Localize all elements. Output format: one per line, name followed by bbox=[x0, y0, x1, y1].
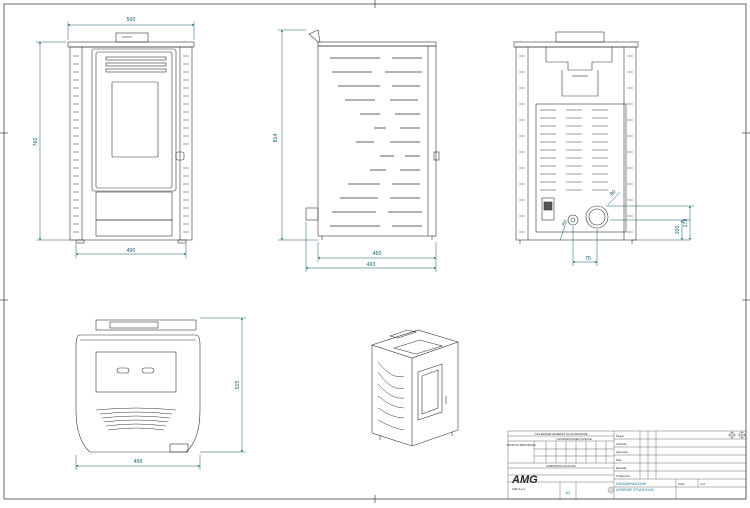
tb-row-label: Approvato bbox=[616, 450, 628, 454]
rear-air-intake bbox=[567, 214, 579, 226]
tb-tolerances-title: TOLLERANZE GENERALI DI LAVORAZIONE bbox=[534, 432, 587, 436]
tb-row-label: Materiale bbox=[616, 466, 627, 470]
tb-tolerances-subtitle: LAVORAZIONI MECCANICHE bbox=[556, 437, 592, 441]
door-handle bbox=[175, 151, 185, 161]
rear-side-vents bbox=[519, 55, 633, 233]
rear-switch-panel bbox=[541, 197, 555, 221]
side-view bbox=[305, 29, 440, 240]
rear-vent-slots bbox=[540, 109, 608, 191]
rear-flue-outlet bbox=[585, 205, 609, 229]
front-top-grille bbox=[105, 56, 167, 73]
tb-angular-title: DIMENSIONI ANGOLARI bbox=[546, 464, 576, 468]
rear-view bbox=[513, 31, 639, 244]
front-view bbox=[67, 32, 195, 244]
dim-rear-height-1: 100 bbox=[675, 226, 681, 235]
front-right-vents bbox=[183, 55, 189, 233]
tb-scale-label: Scala bbox=[678, 482, 685, 486]
dim-front-width-top: 500 bbox=[127, 17, 136, 23]
company-name: AMG S.p.A. bbox=[512, 487, 526, 491]
dim-top-width: 499 bbox=[134, 459, 143, 465]
top-rear-grille bbox=[95, 407, 177, 431]
rear-dimensions bbox=[559, 191, 694, 266]
dim-side-depth-total: 493 bbox=[367, 262, 376, 268]
tb-row-label: Verificato bbox=[616, 442, 627, 446]
dim-rear-offset-x: 75 bbox=[585, 256, 591, 262]
tb-degree-label: GRADO DI PRECISIONE bbox=[506, 443, 536, 447]
tb-drawing-title: ASSIEME STUFA 8 kW bbox=[616, 488, 654, 492]
dim-front-height: 760 bbox=[33, 138, 39, 147]
top-dimensions bbox=[75, 317, 246, 470]
tb-format: A3 bbox=[566, 491, 570, 495]
tb-scale-value: 1:10 bbox=[700, 482, 706, 486]
tb-row-label: Data bbox=[616, 458, 622, 462]
dim-side-height: 814 bbox=[273, 134, 279, 143]
side-dimensions bbox=[278, 29, 437, 272]
dim-side-depth-inner: 450 bbox=[373, 251, 382, 257]
company-logo: AMG bbox=[511, 474, 538, 486]
dim-front-width-bottom: 490 bbox=[127, 248, 136, 254]
top-view bbox=[75, 319, 201, 453]
top-display-panel bbox=[95, 351, 177, 393]
isometric-view bbox=[371, 329, 459, 447]
tb-drawing-title-label: DENOMINAZIONE bbox=[616, 482, 647, 486]
front-glass-window bbox=[111, 81, 159, 158]
projection-symbol bbox=[607, 486, 615, 494]
dim-rear-height-2: 178 bbox=[683, 219, 689, 228]
title-block bbox=[507, 430, 747, 500]
tb-row-label: Disegn. bbox=[616, 434, 625, 438]
tb-row-label: Trattamento bbox=[616, 474, 630, 478]
dim-rear-flue-diam: 80 bbox=[609, 189, 617, 197]
front-left-vents bbox=[73, 55, 79, 233]
side-vent-slots bbox=[330, 57, 422, 227]
dim-top-depth: 515 bbox=[235, 381, 241, 390]
dim-rear-pipe-diam: 80 bbox=[561, 219, 569, 227]
front-dimensions bbox=[36, 22, 195, 258]
iso-side-vents bbox=[377, 361, 405, 431]
